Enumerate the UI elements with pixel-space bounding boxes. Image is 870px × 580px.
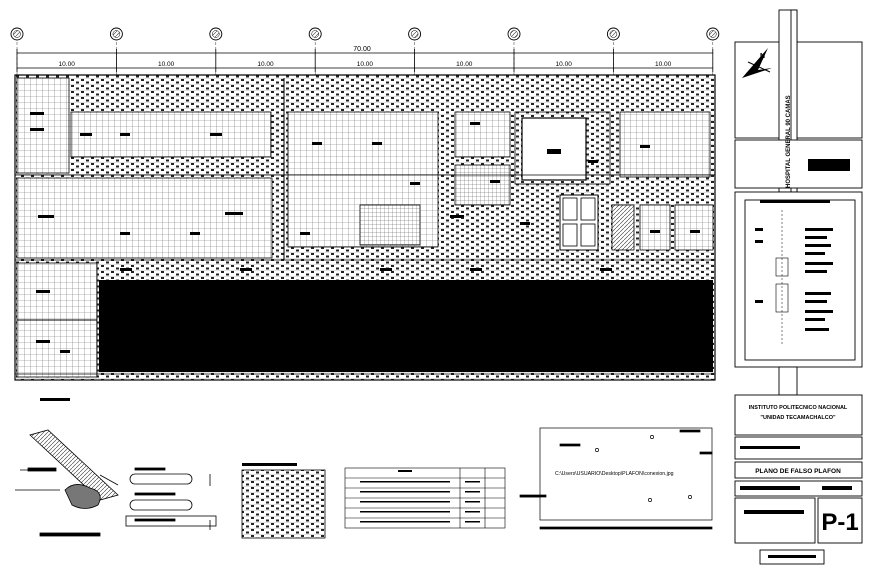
- bracket-detail: [125, 467, 217, 530]
- institution-underline: [740, 446, 800, 449]
- pattern-legend: [241, 463, 326, 539]
- scale-bar-2: [822, 486, 852, 490]
- reference-image-frame: [519, 427, 713, 530]
- logo-block: [808, 159, 850, 171]
- detail-title-bar: [40, 398, 70, 401]
- ceiling-section-detail: [15, 429, 119, 537]
- bay-dimension: 10.00: [655, 61, 672, 68]
- institution-unit: "UNIDAD TECAMACHALCO": [760, 415, 836, 421]
- north-label: N: [760, 53, 765, 60]
- bay-dimension: 10.00: [257, 61, 274, 68]
- date-bar: [768, 555, 816, 558]
- notes-legend: [755, 200, 833, 345]
- dimension-lines: [17, 52, 713, 69]
- ceiling-plan: [14, 74, 716, 381]
- title-block: [734, 9, 863, 565]
- overall-dimension: 70.00: [353, 46, 371, 53]
- institution-name: INSTITUTO POLITECNICO NACIONAL: [749, 405, 848, 411]
- bay-dimension: 10.00: [556, 61, 573, 68]
- bay-dimension: 10.00: [158, 61, 175, 68]
- scale-bar: [740, 486, 800, 490]
- bay-dimension: 10.00: [357, 61, 374, 68]
- room-labels: [30, 112, 700, 353]
- bay-dimension: 10.00: [456, 61, 473, 68]
- bay-dimensions: 10.00 10.00 10.00 10.00 10.00 10.00 10.00: [59, 61, 672, 68]
- schedule-table: [344, 467, 506, 529]
- plan-title: PLANO DE FALSO PLAFON: [755, 468, 841, 475]
- reference-image-path: C:\Users\USUARIO\Desktop\PLAFON\conexion…: [555, 471, 674, 477]
- sheet-number: P-1: [821, 509, 858, 536]
- author-bar: [744, 510, 804, 514]
- north-arrow-icon: [742, 48, 772, 78]
- bay-dimension: 10.00: [59, 61, 76, 68]
- project-title: HOSPITAL GENERAL 90 CAMAS: [786, 95, 792, 188]
